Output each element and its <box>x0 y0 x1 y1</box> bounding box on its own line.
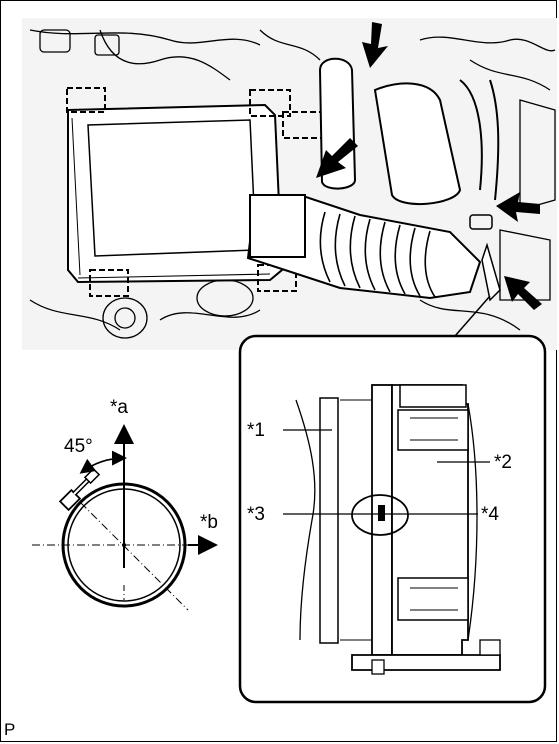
callout-2: *2 <box>494 452 512 473</box>
alignment-oval <box>351 494 409 536</box>
page-code: P <box>4 720 16 739</box>
axis-b-label: *b <box>200 512 218 533</box>
clamp-screw <box>58 467 101 512</box>
air-cleaner-box <box>67 103 284 284</box>
clamp-ring <box>61 482 187 608</box>
callout-4: *4 <box>481 504 499 525</box>
callout-3: *3 <box>247 504 265 525</box>
detail-leader <box>454 295 491 337</box>
engine-bay-illustration <box>22 18 557 350</box>
air-cleaner-hose-bellows <box>246 193 482 300</box>
removal-arrows <box>316 22 542 310</box>
detail-panel: *1 *2 *3 *4 <box>238 334 547 704</box>
centerline-45 <box>69 491 189 611</box>
angle-arc <box>81 450 127 473</box>
clamp-orientation-diagram: 45° *a *b <box>32 397 218 611</box>
axis-a-label: *a <box>110 397 128 418</box>
angle-label: 45° <box>64 436 93 457</box>
callout-1: *1 <box>247 420 265 441</box>
